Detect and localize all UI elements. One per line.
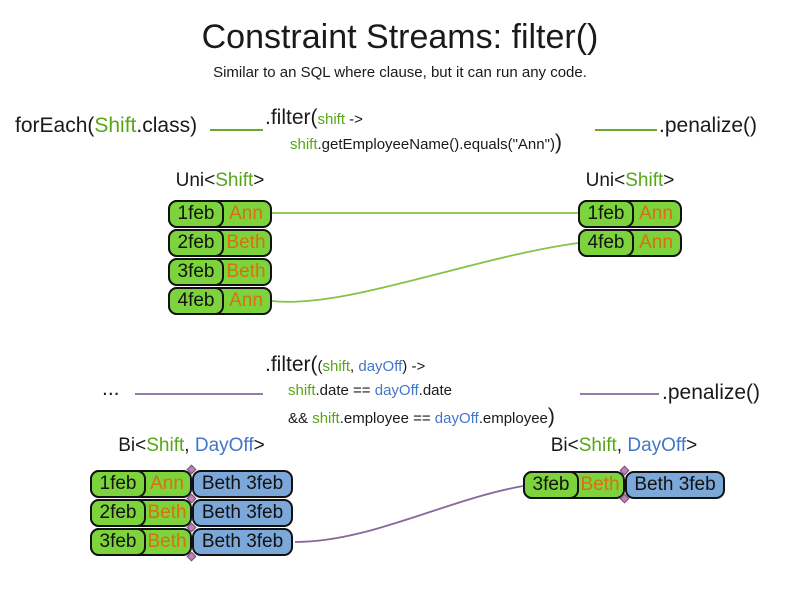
date-cell: 3feb bbox=[90, 528, 146, 556]
date-cell: 1feb bbox=[578, 200, 634, 228]
code-filter-bi: .filter((shift, dayOff) -> shift.date ==… bbox=[265, 353, 555, 429]
table-row: 3feb Beth bbox=[523, 471, 625, 499]
label-text: , bbox=[616, 435, 628, 456]
table-row: 1feb Ann bbox=[168, 200, 272, 228]
code-filter-uni-line1: .filter(shift -> bbox=[265, 106, 562, 130]
label-class-shift: Shift bbox=[578, 435, 617, 456]
code-param-shift: shift bbox=[288, 382, 316, 399]
code-param-shift: shift bbox=[322, 358, 351, 375]
label-text: > bbox=[686, 435, 698, 456]
employee-cell: Beth bbox=[147, 531, 187, 552]
code-param-shift: shift bbox=[290, 136, 318, 153]
date-cell: 4feb bbox=[168, 287, 224, 315]
label-text: > bbox=[253, 170, 265, 191]
code-penalize-bi: .penalize() bbox=[662, 381, 761, 404]
code-text: ( bbox=[317, 358, 323, 375]
employee-cell: Beth bbox=[147, 502, 187, 523]
dayoff-cell: Beth 3feb bbox=[192, 499, 293, 527]
code-filter-bi-line2: shift.date == dayOff.date bbox=[288, 382, 555, 400]
code-text: -> bbox=[345, 111, 363, 128]
date-cell: 3feb bbox=[168, 258, 224, 286]
code-filter-bi-line1: .filter((shift, dayOff) -> bbox=[265, 353, 555, 377]
connector-line-row-4feb-ann bbox=[271, 242, 579, 303]
label-text: Uni< bbox=[585, 170, 626, 191]
code-text: .employee == bbox=[339, 410, 435, 427]
code-text: , bbox=[350, 358, 359, 375]
employee-cell: Beth bbox=[580, 474, 620, 495]
table-row: 2feb Beth bbox=[90, 499, 192, 527]
label-class-dayoff: DayOff bbox=[627, 435, 687, 456]
bi-shift-dayoff-label-right: Bi<Shift, DayOff> bbox=[523, 435, 725, 457]
dayoff-cell: Beth 3feb bbox=[192, 470, 293, 498]
table-row: 1feb Ann bbox=[578, 200, 682, 228]
code-text: ) bbox=[402, 358, 408, 375]
date-cell: 1feb bbox=[168, 200, 224, 228]
label-class-dayoff: DayOff bbox=[194, 435, 254, 456]
code-filter-bi-line3: && shift.employee == dayOff.employee) bbox=[288, 405, 555, 429]
label-text: Uni< bbox=[175, 170, 216, 191]
table-row: 4feb Ann bbox=[578, 229, 682, 257]
bi-shift-dayoff-label-left: Bi<Shift, DayOff> bbox=[90, 435, 293, 457]
dayoff-cell: Beth 3feb bbox=[192, 528, 293, 556]
code-param-dayoff: dayOff bbox=[434, 410, 479, 427]
table-row: 2feb Beth bbox=[168, 229, 272, 257]
date-cell: 1feb bbox=[90, 470, 146, 498]
page-title: Constraint Streams: filter() bbox=[201, 18, 599, 56]
table-row: 3feb Beth bbox=[168, 258, 272, 286]
employee-cell: Ann bbox=[150, 473, 184, 494]
code-filter-uni: .filter(shift -> shift.getEmployeeName()… bbox=[265, 106, 562, 155]
code-text: .getEmployeeName().equals("Ann") bbox=[317, 136, 555, 153]
table-row: 1feb Ann bbox=[90, 470, 192, 498]
label-class-shift: Shift bbox=[215, 170, 254, 191]
code-text: && bbox=[288, 410, 313, 427]
code-text: -> bbox=[407, 358, 426, 375]
uni-shift-label-left: Uni<Shift> bbox=[168, 170, 272, 192]
employee-cell: Beth bbox=[226, 261, 266, 282]
code-class-shift: Shift bbox=[94, 114, 137, 137]
code-source-bi: ... bbox=[102, 377, 120, 400]
code-filter-uni-line2: shift.getEmployeeName().equals("Ann")) bbox=[290, 131, 562, 155]
label-class-shift: Shift bbox=[625, 170, 664, 191]
code-text: .date == bbox=[315, 382, 375, 399]
date-cell: 2feb bbox=[168, 229, 224, 257]
code-param-shift: shift bbox=[312, 410, 340, 427]
label-text: > bbox=[663, 170, 675, 191]
label-text: , bbox=[184, 435, 195, 456]
code-text: ) bbox=[554, 131, 562, 154]
connector-line-row-3feb-beth bbox=[294, 485, 524, 543]
employee-cell: Beth bbox=[226, 232, 266, 253]
dayoff-cell: Beth 3feb bbox=[625, 471, 725, 499]
code-text: .class) bbox=[136, 114, 198, 137]
page-subtitle: Similar to an SQL where clause, but it c… bbox=[213, 64, 587, 81]
employee-cell: Ann bbox=[639, 232, 673, 253]
code-text: .employee bbox=[478, 410, 548, 427]
code-param-dayoff: dayOff bbox=[374, 382, 419, 399]
table-row: 4feb Ann bbox=[168, 287, 272, 315]
label-text: > bbox=[253, 435, 265, 456]
employee-cell: Ann bbox=[229, 203, 263, 224]
date-cell: 3feb bbox=[523, 471, 579, 499]
code-text: ) bbox=[547, 405, 555, 428]
label-text: Bi< bbox=[118, 435, 147, 456]
label-text: Bi< bbox=[550, 435, 579, 456]
code-text: .date bbox=[418, 382, 453, 399]
employee-cell: Ann bbox=[229, 290, 263, 311]
employee-cell: Ann bbox=[639, 203, 673, 224]
uni-shift-label-right: Uni<Shift> bbox=[578, 170, 682, 192]
code-foreach: forEach(Shift.class) bbox=[15, 114, 197, 138]
code-penalize-uni: .penalize() bbox=[659, 114, 758, 137]
code-text: .filter( bbox=[265, 353, 318, 376]
code-param-shift: shift bbox=[317, 111, 346, 128]
table-row: 3feb Beth bbox=[90, 528, 192, 556]
date-cell: 4feb bbox=[578, 229, 634, 257]
date-cell: 2feb bbox=[90, 499, 146, 527]
code-param-dayoff: dayOff bbox=[358, 358, 403, 375]
label-class-shift: Shift bbox=[146, 435, 185, 456]
code-text: forEach( bbox=[15, 114, 95, 137]
code-text: .filter( bbox=[265, 106, 318, 129]
